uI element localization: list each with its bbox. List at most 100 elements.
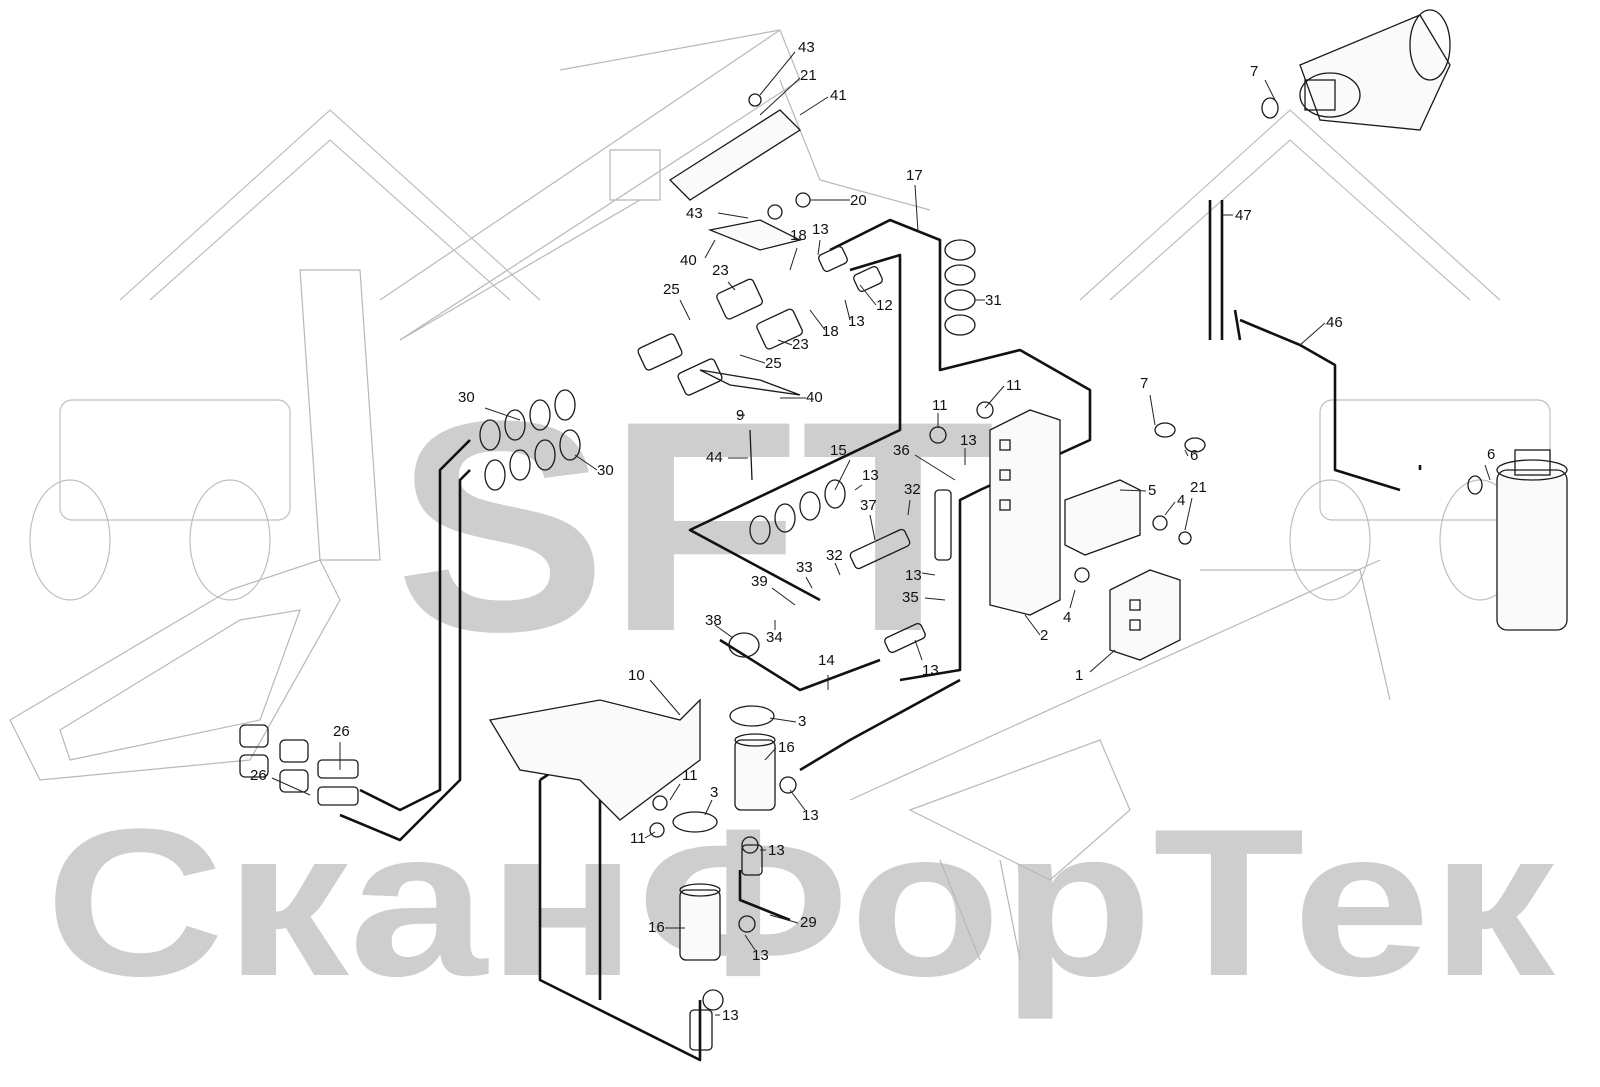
leader-line-17 [914, 184, 919, 233]
leader-line-5 [1119, 489, 1147, 492]
callout-38: 38 [705, 612, 722, 629]
leader-line-13 [817, 239, 821, 256]
callout-44: 44 [706, 449, 723, 466]
spiral-guard-30-upper [479, 389, 576, 451]
watermark: SFT СканФорТек [29, 109, 1556, 1020]
leader-line-13 [921, 572, 936, 576]
clamp-3-lower [672, 811, 718, 833]
leader-line-7 [1264, 79, 1276, 101]
callout-25: 25 [663, 281, 680, 298]
callout-13: 13 [922, 662, 939, 679]
callout-32: 32 [904, 481, 921, 498]
callout-46: 46 [1326, 314, 1343, 331]
leader-line-36 [914, 454, 956, 481]
leader-line-40 [704, 239, 716, 259]
callout-4: 4 [1063, 609, 1071, 626]
machine-frame-sketch [9, 29, 1391, 961]
callout-4: 4 [1177, 492, 1185, 509]
leader-line-39 [771, 587, 796, 606]
leader-line-35 [924, 597, 946, 601]
leader-line-18 [789, 247, 798, 271]
leader-line-18 [809, 309, 826, 331]
leader-line-23 [727, 281, 736, 291]
leader-line-33 [805, 576, 813, 589]
callout-18: 18 [790, 227, 807, 244]
callout-10: 10 [628, 667, 645, 684]
leader-line-29 [769, 914, 799, 924]
leader-line-37 [869, 514, 876, 541]
callout-13: 13 [768, 842, 785, 859]
callout-35: 35 [902, 589, 919, 606]
callout-36: 36 [893, 442, 910, 459]
leader-line-1 [1089, 649, 1116, 673]
callout-13: 13 [862, 467, 879, 484]
components [239, 9, 1568, 1051]
leader-line-25 [739, 354, 766, 364]
bolt-44 [749, 429, 753, 481]
leader-line-13 [844, 299, 851, 321]
fittings [239, 93, 1483, 1051]
leader-line-30 [484, 407, 521, 421]
leader-line-16 [764, 747, 777, 761]
plate-41 [668, 109, 802, 201]
leader-line-13 [914, 639, 923, 661]
callout-15: 15 [830, 442, 847, 459]
filter-16-upper [734, 733, 776, 811]
hose-main-loop [339, 439, 471, 842]
leader-line-21 [1184, 497, 1193, 531]
callout-11: 11 [1006, 377, 1022, 394]
callout-18: 18 [822, 323, 839, 340]
callout-11: 11 [682, 767, 698, 784]
callout-5: 5 [1148, 482, 1156, 499]
leader-line-13 [854, 484, 863, 491]
callout-43: 43 [686, 205, 703, 222]
leader-line-32 [907, 499, 911, 516]
callout-23: 23 [712, 262, 729, 279]
callout-26: 26 [250, 767, 267, 784]
leader-line-2 [1024, 614, 1041, 636]
callout-7: 7 [1140, 375, 1148, 392]
leader-line-10 [649, 679, 681, 716]
spiral-guard-31 [944, 239, 976, 336]
watermark-brand-text: СканФорТек [45, 785, 1556, 1020]
leader-line-7 [1149, 394, 1156, 426]
leader-line-11 [644, 831, 656, 839]
callout-32: 32 [826, 547, 843, 564]
leader-line-4 [1069, 589, 1076, 609]
callout-39: 39 [751, 573, 768, 590]
callout-30: 30 [458, 389, 475, 406]
leader-line-15 [834, 459, 851, 491]
clamp-3-upper [729, 705, 775, 727]
leader-line-43 [717, 212, 749, 219]
callout-31: 31 [985, 292, 1002, 309]
callout-40: 40 [806, 389, 823, 406]
callout-12: 12 [876, 297, 893, 314]
callout-40: 40 [680, 252, 697, 269]
callout-13: 13 [848, 313, 865, 330]
leader-line-6 [1484, 464, 1491, 481]
hose-13-link [799, 678, 961, 772]
callout-11: 11 [932, 397, 948, 414]
leader-line-26 [271, 777, 311, 796]
leader-line-11 [669, 783, 681, 801]
bracket-1 [1109, 569, 1181, 661]
callout-20: 20 [850, 192, 867, 209]
leader-line-38 [714, 624, 734, 639]
leader-line-46 [1299, 322, 1326, 346]
callout-2: 2 [1040, 627, 1048, 644]
callout-6: 6 [1487, 446, 1495, 463]
callout-25: 25 [765, 355, 782, 372]
callout-13: 13 [960, 432, 977, 449]
compressor [1299, 9, 1451, 131]
callout-13: 13 [752, 947, 769, 964]
leader-line-21 [759, 77, 801, 116]
leader-line-32 [834, 562, 841, 576]
callout-3: 3 [710, 784, 718, 801]
callout-37: 37 [860, 497, 877, 514]
spiral-guard-30-lower [484, 429, 581, 491]
hose-46 [1233, 309, 1401, 492]
receiver-drier [1496, 449, 1568, 631]
leader-line-43 [759, 51, 796, 96]
callout-16: 16 [778, 739, 795, 756]
leader-line-3 [769, 717, 797, 723]
